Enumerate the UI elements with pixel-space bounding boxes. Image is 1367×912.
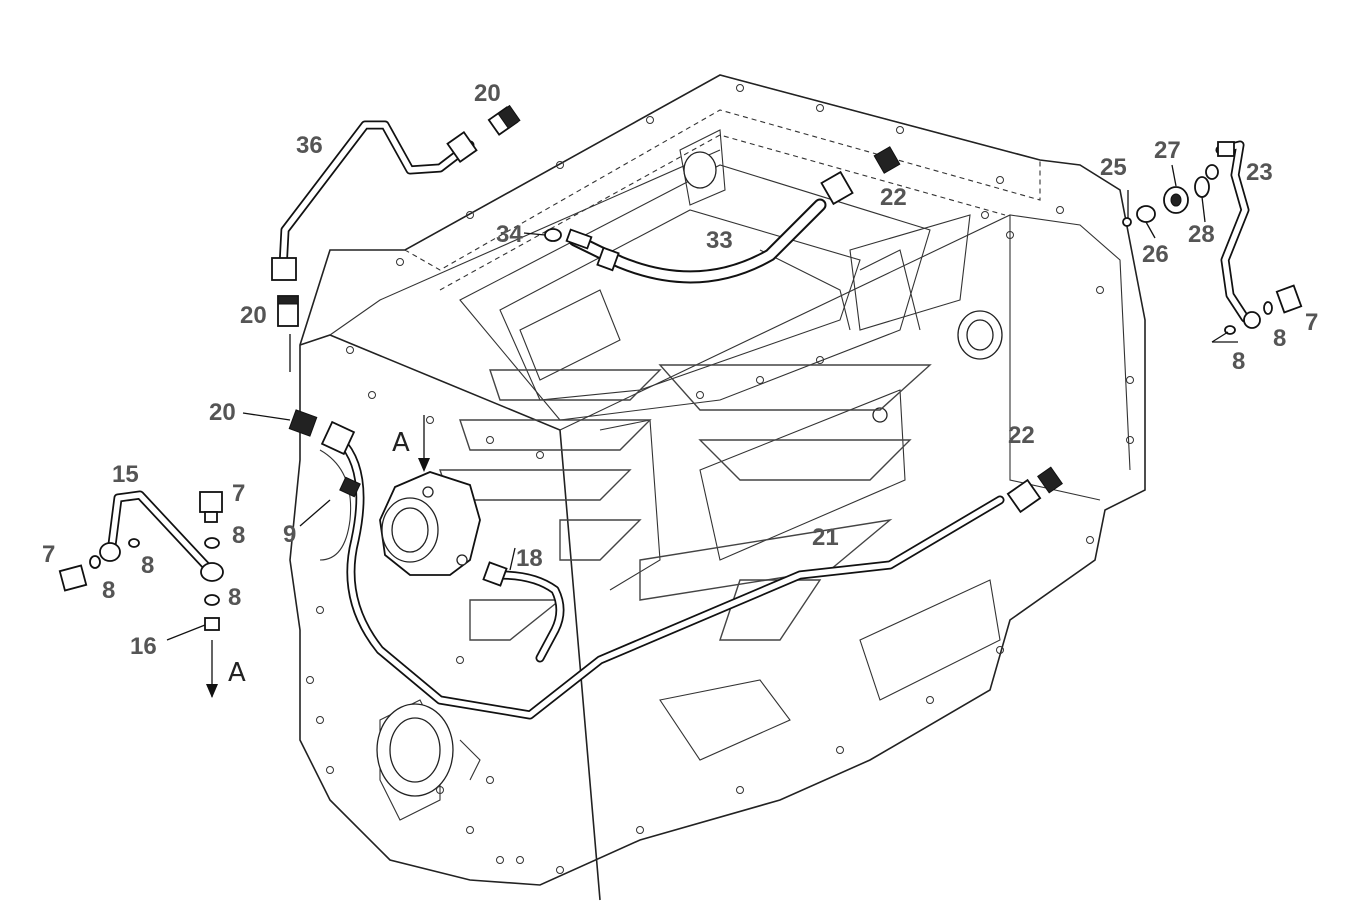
callout-16: 16 <box>130 633 157 660</box>
callout-15: 15 <box>112 461 139 488</box>
housing-outline <box>289 74 1146 901</box>
callout-36: 36 <box>296 132 323 159</box>
callout-21: 21 <box>812 524 839 551</box>
pipe-23 <box>1215 140 1250 323</box>
view-letter-a: A <box>228 658 246 688</box>
callout-25: 25 <box>1100 154 1127 181</box>
callout-8: 8 <box>1273 325 1286 352</box>
callout-22: 22 <box>1008 422 1035 449</box>
callout-7: 7 <box>42 541 55 568</box>
callout-8: 8 <box>228 584 241 611</box>
pipe-18 <box>495 570 565 663</box>
callout-8: 8 <box>102 577 115 604</box>
pipe-15 <box>107 490 215 575</box>
callout-8: 8 <box>141 552 154 579</box>
callout-9: 9 <box>283 521 296 548</box>
callout-20: 20 <box>474 80 501 107</box>
callout-34: 34 <box>496 221 523 248</box>
callout-28: 28 <box>1188 221 1215 248</box>
callout-20: 20 <box>209 399 236 426</box>
pipe-21 <box>335 435 1005 720</box>
fittings <box>58 104 1303 631</box>
callouts: 20 36 22 34 33 20 20 25 27 23 26 28 7 8 … <box>42 80 1318 660</box>
callout-20: 20 <box>240 302 267 329</box>
view-letter-a: A <box>392 428 410 458</box>
view-marker-a-bottom: A <box>206 640 246 698</box>
pipe-36 <box>278 120 475 273</box>
callout-27: 27 <box>1154 137 1181 164</box>
callout-7: 7 <box>1305 309 1318 336</box>
callout-23: 23 <box>1246 159 1273 186</box>
callout-18: 18 <box>516 545 543 572</box>
callout-7: 7 <box>232 480 245 507</box>
callout-8: 8 <box>232 522 245 549</box>
callout-8: 8 <box>1232 348 1245 375</box>
callout-33: 33 <box>706 227 733 254</box>
view-marker-a-top: A <box>392 415 430 472</box>
hose-33 <box>568 198 827 284</box>
callout-22: 22 <box>880 184 907 211</box>
callout-26: 26 <box>1142 241 1169 268</box>
leader-lines <box>166 164 1238 641</box>
watermark-logo <box>439 364 932 641</box>
